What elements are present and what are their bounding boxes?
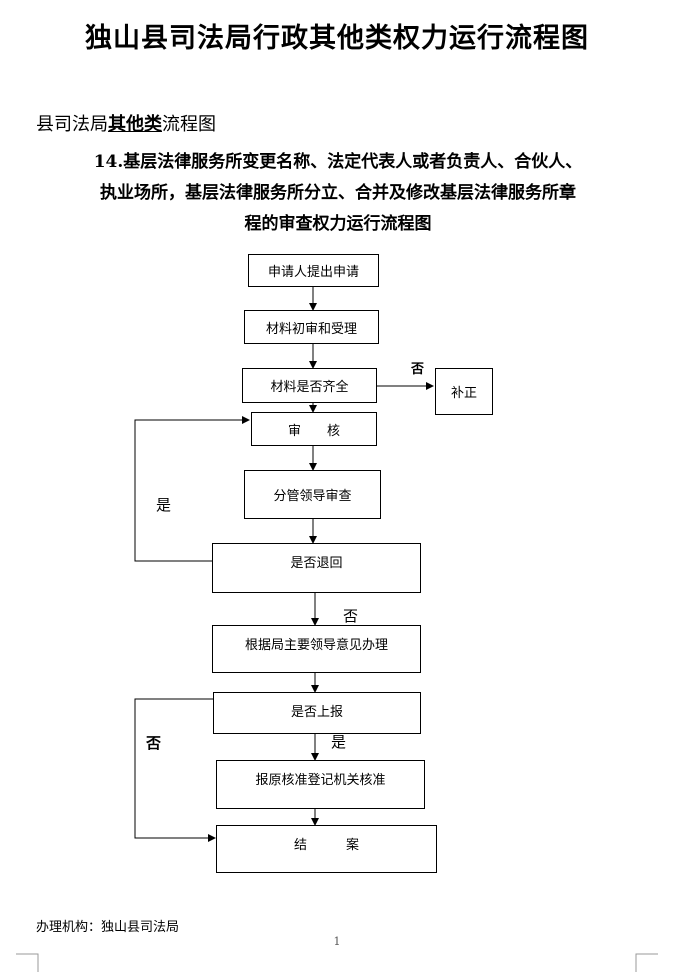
heading-line-1: 14.基层法律服务所变更名称、法定代表人或者负责人、合伙人、 — [93, 152, 583, 172]
step-returned: 是否退回 — [212, 543, 421, 593]
step-close: 结 案 — [216, 825, 437, 873]
step-apply: 申请人提出申请 — [248, 254, 379, 287]
category-line: 县司法局其他类流程图 — [36, 110, 216, 136]
page-title: 独山县司法局行政其他类权力运行流程图 — [85, 23, 589, 54]
loop-returned-to-review — [134, 416, 250, 562]
heading-line-3: 程的审查权力运行流程图 — [244, 214, 432, 234]
step-materials-complete: 材料是否齐全 — [242, 368, 377, 403]
loop-report-to-close — [134, 698, 216, 842]
document-heading: 14.基层法律服务所变更名称、法定代表人或者负责人、合伙人、 执业场所，基层法律… — [36, 147, 640, 240]
category-prefix: 县司法局 — [36, 114, 108, 135]
handling-organization: 办理机构：独山县司法局 — [36, 920, 180, 935]
label-no-continue: 否 — [343, 607, 359, 625]
step-initial-review: 材料初审和受理 — [244, 310, 379, 344]
label-yes-report: 是 — [331, 733, 347, 751]
step-report-authority: 报原核准登记机关核准 — [216, 760, 425, 809]
step-leader-review: 分管领导审查 — [244, 470, 381, 519]
page-number: 1 — [333, 935, 341, 948]
category-suffix: 流程图 — [162, 114, 216, 135]
step-review: 审 核 — [251, 412, 377, 446]
label-no-supplement: 否 — [411, 362, 425, 377]
label-no-report: 否 — [146, 734, 162, 752]
category-bold: 其他类 — [108, 114, 162, 135]
step-main-leader: 根据局主要领导意见办理 — [212, 625, 421, 673]
heading-line-2: 执业场所，基层法律服务所分立、合并及修改基层法律服务所章 — [100, 183, 576, 203]
step-report-up: 是否上报 — [213, 692, 421, 734]
step-supplement: 补正 — [435, 368, 493, 415]
label-yes-return: 是 — [156, 496, 172, 514]
